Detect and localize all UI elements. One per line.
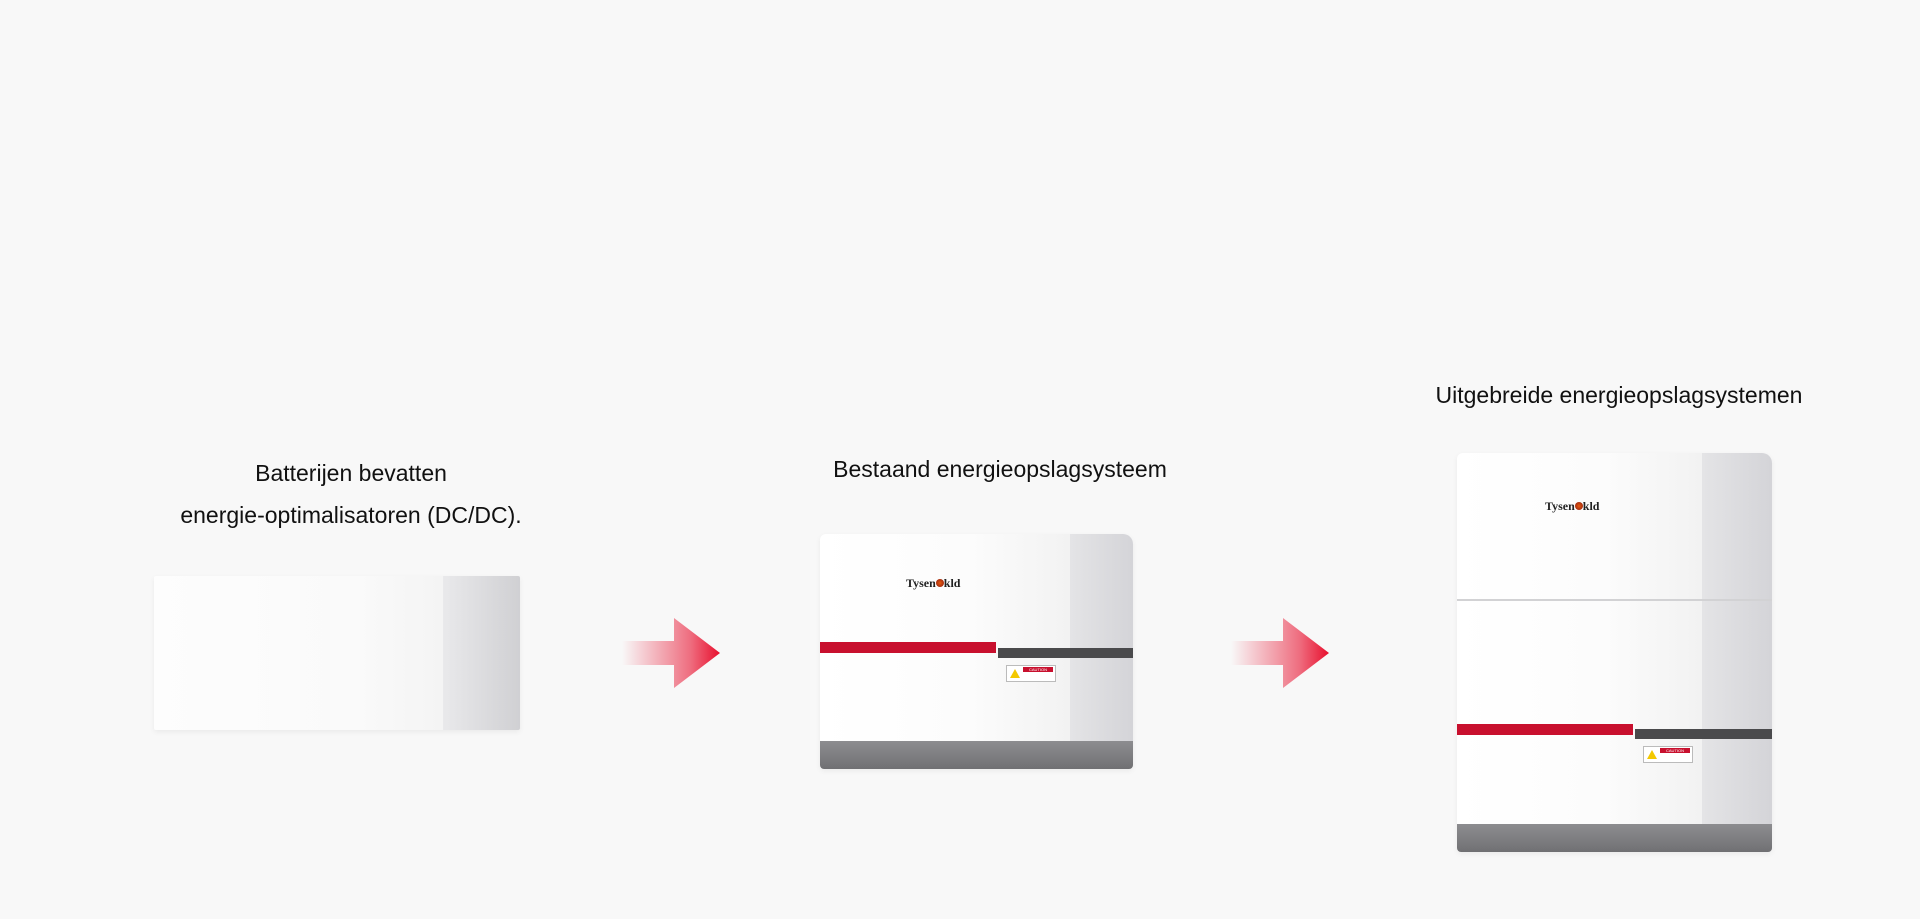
step-1-caption-line-1: Batterijen bevatten <box>255 460 447 486</box>
step-2-caption: Bestaand energieopslagsysteem <box>833 456 1167 482</box>
arrow-right-icon <box>1231 618 1329 688</box>
arrow-right-icon <box>622 618 720 688</box>
step-1-caption: Batterijen bevatten energie-optimalisato… <box>180 452 521 536</box>
battery-module-image <box>154 576 520 730</box>
step-3-caption: Uitgebreide energieopslagsystemen <box>1435 382 1803 408</box>
step-1-caption-line-2: energie-optimalisatoren (DC/DC). <box>180 502 522 528</box>
caution-label: CAUTION <box>1643 746 1693 763</box>
caution-label: CAUTION <box>1006 665 1056 682</box>
